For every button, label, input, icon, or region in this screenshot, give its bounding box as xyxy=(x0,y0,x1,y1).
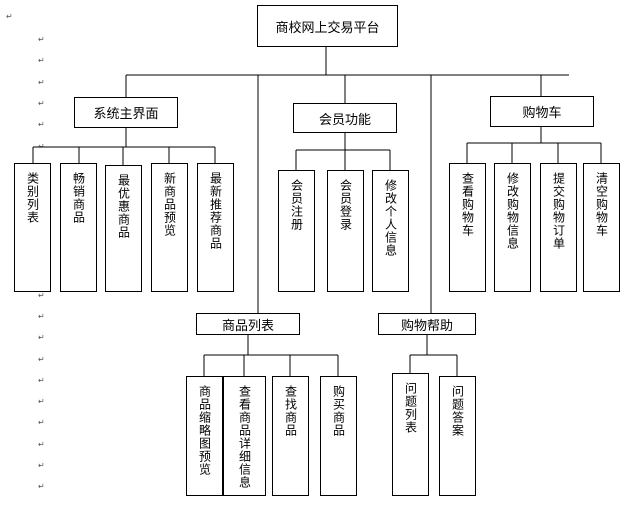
question-answer-label: 问题答案 xyxy=(450,385,465,437)
category-list-node: 类别列表 xyxy=(14,163,51,292)
view-cart-label: 查看购物车 xyxy=(460,172,475,237)
paragraph-mark: ↵ xyxy=(38,482,45,492)
member-functions-label: 会员功能 xyxy=(318,112,371,128)
paragraph-mark: ↵ xyxy=(38,290,45,300)
main-interface-label: 系统主界面 xyxy=(93,107,159,122)
product-detail-label: 查看商品详细信息 xyxy=(237,385,252,489)
paragraph-mark: ↵ xyxy=(38,35,45,44)
buy-product-label: 购买商品 xyxy=(331,385,346,437)
shopping-help-label: 购物帮助 xyxy=(400,318,453,334)
shopping-cart-label: 购物车 xyxy=(522,106,562,121)
member-register-node: 会员注册 xyxy=(278,170,315,292)
paragraph-mark: ↵ xyxy=(38,120,45,130)
paragraph-mark: ↵ xyxy=(38,56,45,66)
best-deals-node: 最优惠商品 xyxy=(105,165,142,292)
edit-profile-label: 修改个人信息 xyxy=(383,179,398,257)
recommended-node: 最新推荐商品 xyxy=(197,163,234,292)
view-cart-node: 查看购物车 xyxy=(449,163,486,292)
shopping-help-node: 购物帮助 xyxy=(378,313,476,335)
paragraph-mark: ↵ xyxy=(38,77,45,87)
member-login-node: 会员登录 xyxy=(327,170,364,292)
question-list-label: 问题列表 xyxy=(403,382,418,434)
buy-product-node: 购买商品 xyxy=(320,376,357,496)
clear-cart-label: 清空购物车 xyxy=(594,172,609,237)
bestseller-label: 畅销商品 xyxy=(71,172,86,224)
thumbnail-preview-label: 商品缩略图预览 xyxy=(197,385,212,476)
member-login-label: 会员登录 xyxy=(338,179,353,231)
question-answer-node: 问题答案 xyxy=(439,376,476,496)
member-functions-node: 会员功能 xyxy=(293,103,397,133)
clear-cart-node: 清空购物车 xyxy=(583,163,620,292)
thumbnail-preview-node: 商品缩略图预览 xyxy=(186,376,223,496)
shopping-cart-node: 购物车 xyxy=(490,96,594,127)
new-products-label: 新商品预览 xyxy=(162,172,177,237)
edit-cart-node: 修改购物信息 xyxy=(494,163,531,292)
search-product-node: 查找商品 xyxy=(272,376,309,496)
bestseller-node: 畅销商品 xyxy=(60,163,97,292)
paragraph-mark: ↵ xyxy=(38,98,45,108)
paragraph-mark: ↵ xyxy=(38,311,45,321)
product-detail-node: 查看商品详细信息 xyxy=(223,376,266,496)
search-product-label: 查找商品 xyxy=(283,385,298,437)
paragraph-mark: ↵ xyxy=(6,12,13,21)
paragraph-mark: ↵ xyxy=(38,354,45,364)
product-list-label: 商品列表 xyxy=(221,318,274,334)
new-products-node: 新商品预览 xyxy=(151,163,188,292)
paragraph-mark: ↵ xyxy=(38,418,45,428)
edit-profile-node: 修改个人信息 xyxy=(372,170,409,292)
question-list-node: 问题列表 xyxy=(392,373,429,496)
recommended-label: 最新推荐商品 xyxy=(208,172,223,250)
member-register-label: 会员注册 xyxy=(289,179,304,231)
paragraph-mark: ↵ xyxy=(38,333,45,343)
submit-order-label: 提交购物订单 xyxy=(551,172,566,250)
paragraph-mark: ↵ xyxy=(38,461,45,470)
paragraph-mark: ↵ xyxy=(38,141,45,151)
best-deals-label: 最优惠商品 xyxy=(116,174,131,239)
root-node-label: 商校网上交易平台 xyxy=(275,20,380,36)
category-list-label: 类别列表 xyxy=(25,172,40,224)
submit-order-node: 提交购物订单 xyxy=(540,163,577,292)
edit-cart-label: 修改购物信息 xyxy=(505,172,520,250)
product-list-node: 商品列表 xyxy=(196,313,300,335)
paragraph-mark: ↵ xyxy=(38,397,45,407)
paragraph-mark: ↵ xyxy=(38,439,45,449)
paragraph-mark: ↵ xyxy=(38,375,45,385)
root-node: 商校网上交易平台 xyxy=(257,5,398,47)
main-interface-node: 系统主界面 xyxy=(74,97,178,128)
